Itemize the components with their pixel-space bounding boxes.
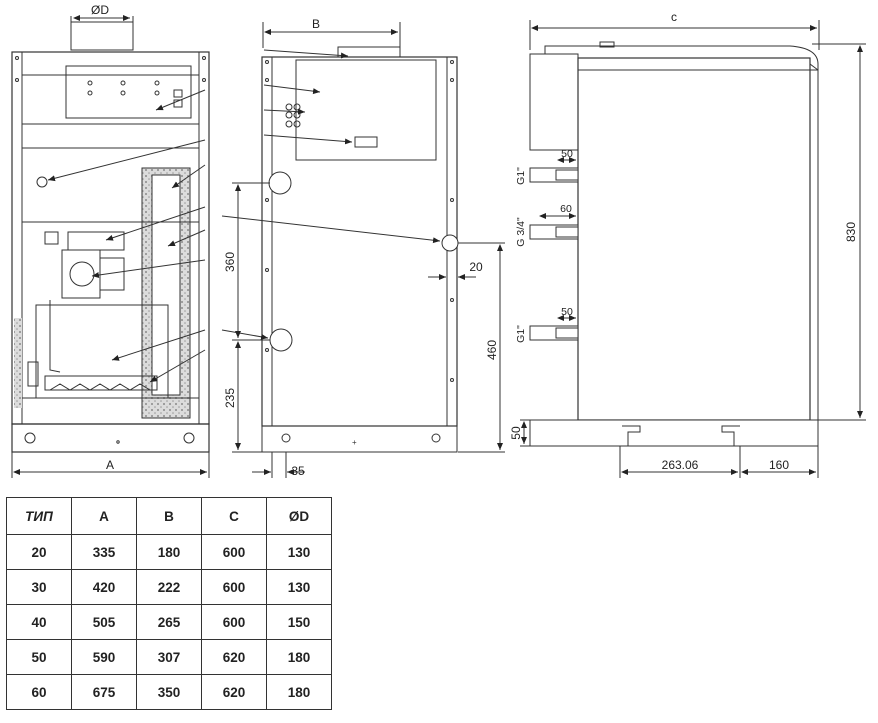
dim-width-a: A	[106, 458, 114, 472]
profile-body	[577, 57, 811, 421]
cell-a: 675	[71, 674, 137, 710]
profile-control-box	[529, 53, 579, 151]
cell-type: 30	[6, 569, 72, 605]
cell-b: 350	[136, 674, 202, 710]
dim-35: 35	[291, 464, 305, 478]
header-c: C	[201, 497, 267, 535]
conn-top-len: 50	[561, 148, 573, 160]
dim-b: B	[312, 17, 320, 31]
table-row: 20 335 180 600 130	[6, 534, 332, 570]
table-row: 30 420 222 600 130	[6, 569, 332, 605]
lower-connection	[269, 328, 293, 352]
dim-235: 235	[223, 388, 237, 408]
header-a: A	[71, 497, 137, 535]
cell-type: 50	[6, 639, 72, 675]
dim-160: 160	[769, 458, 789, 472]
dimension-table: ТИП A B C ØD 20 335 180 600 130 30 420 2…	[6, 497, 332, 710]
header-b: B	[136, 497, 202, 535]
cell-d: 130	[266, 569, 332, 605]
conn-mid-size: G 3/4"	[515, 217, 527, 247]
conn-bot-len: 50	[561, 306, 573, 318]
svg-text:+: +	[352, 438, 357, 447]
side-view: +	[221, 22, 505, 478]
header-d: ØD	[266, 497, 332, 535]
conn-top-size: G1"	[515, 167, 527, 185]
cell-c: 620	[201, 674, 267, 710]
cell-d: 150	[266, 604, 332, 640]
table-header-row: ТИП A B C ØD	[6, 497, 332, 535]
control-panel	[65, 65, 192, 119]
front-view	[11, 15, 210, 478]
cell-a: 505	[71, 604, 137, 640]
dim-830: 830	[844, 222, 858, 242]
cell-type: 60	[6, 674, 72, 710]
cell-b: 307	[136, 639, 202, 675]
cell-d: 180	[266, 639, 332, 675]
table-row: 50 590 307 620 180	[6, 639, 332, 675]
table-row: 40 505 265 600 150	[6, 604, 332, 640]
front-nut	[36, 176, 48, 188]
profile-base	[529, 419, 819, 447]
cell-a: 420	[71, 569, 137, 605]
cell-b: 222	[136, 569, 202, 605]
cell-d: 130	[266, 534, 332, 570]
cell-type: 20	[6, 534, 72, 570]
cell-d: 180	[266, 674, 332, 710]
flue-pipe	[70, 21, 134, 51]
profile-view	[520, 20, 866, 478]
conn-mid-len: 60	[560, 203, 572, 215]
cell-c: 600	[201, 534, 267, 570]
conn-bot-size: G1"	[515, 325, 527, 343]
cell-type: 40	[6, 604, 72, 640]
cell-a: 590	[71, 639, 137, 675]
dim-50-base: 50	[509, 426, 523, 440]
gas-valve	[67, 231, 125, 251]
table-row: 60 675 350 620 180	[6, 674, 332, 710]
technical-drawing: ØD A +	[11, 3, 866, 478]
cell-a: 335	[71, 534, 137, 570]
cell-c: 600	[201, 604, 267, 640]
dim-flue-diameter: ØD	[91, 3, 109, 17]
side-control-box	[295, 59, 437, 161]
cell-b: 180	[136, 534, 202, 570]
dim-c: c	[671, 10, 677, 24]
dim-460: 460	[485, 340, 499, 360]
dim-263: 263.06	[662, 458, 699, 472]
upper-connection	[268, 171, 292, 195]
cell-b: 265	[136, 604, 202, 640]
dim-20: 20	[469, 260, 483, 274]
dim-360: 360	[223, 252, 237, 272]
cell-c: 620	[201, 639, 267, 675]
header-type: ТИП	[6, 497, 72, 535]
middle-connection	[441, 234, 459, 252]
cell-c: 600	[201, 569, 267, 605]
